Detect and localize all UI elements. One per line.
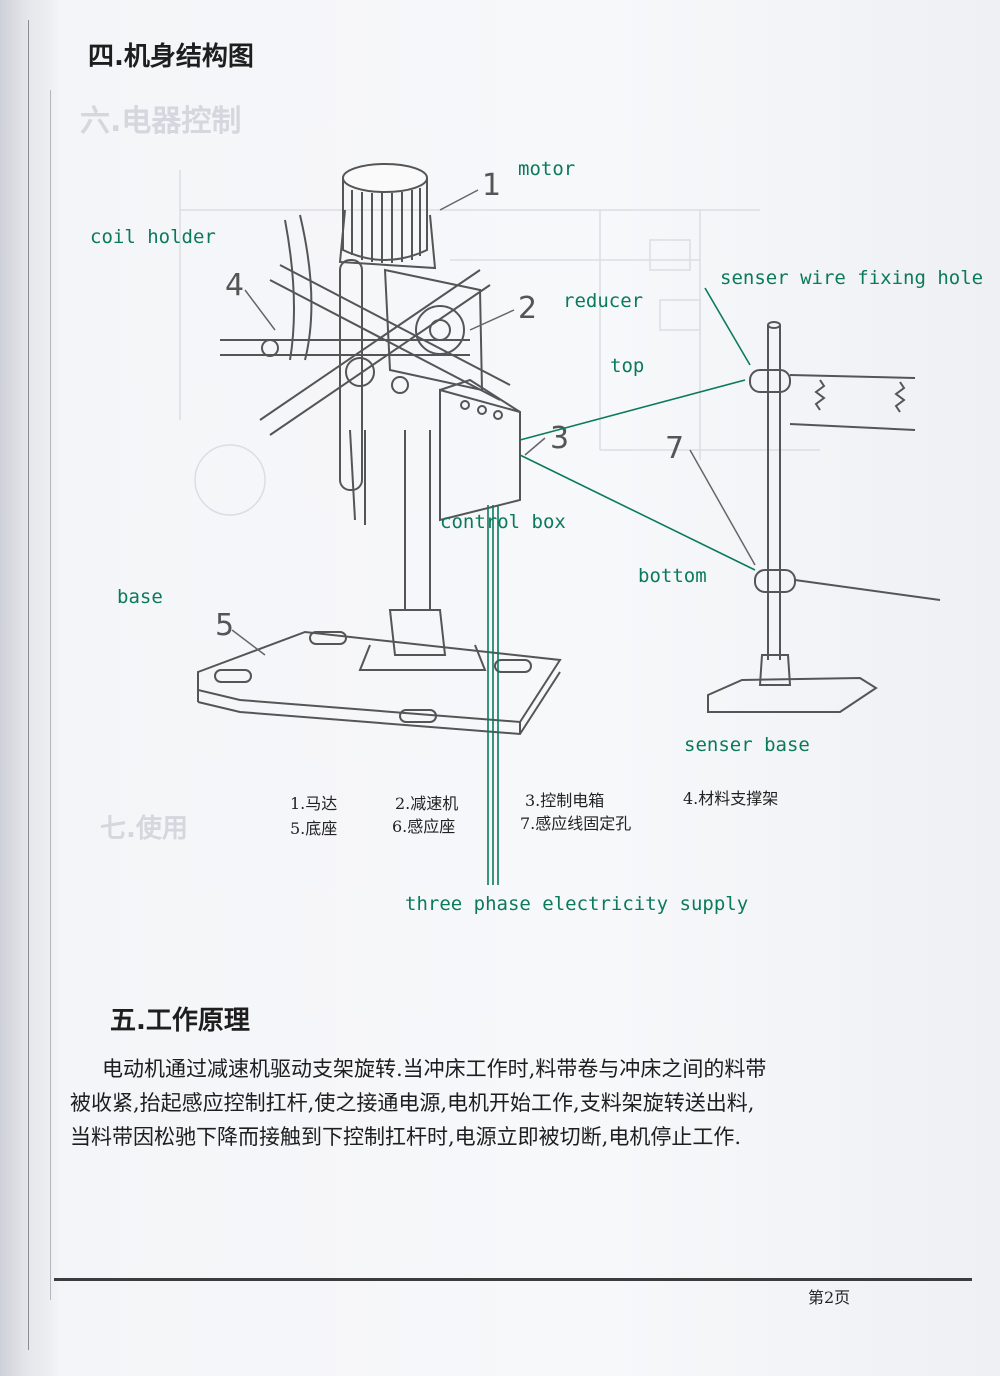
callout-numbers: 1 2 3 4 5 7 [215,168,684,643]
paragraph-line-2: 被收紧,抬起感应控制扛杆,使之接通电源,电机开始工作,支料架旋转送出料, [70,1091,755,1115]
reducer-drawing [383,268,484,392]
label-reducer: reducer [563,290,644,312]
ghost-circuit [179,170,820,516]
callout-leaders [231,189,756,656]
legend-item-4: 4.材料支撑架 [683,789,779,808]
legend-item-3: 3.控制电箱 [525,791,605,810]
legend-item-6: 6.感应座 [392,817,456,836]
control-box-drawing [439,378,521,522]
callout-4: 4 [225,268,244,303]
paragraph-line-3: 当料带因松驰下降而接触到下控制扛杆时,电源立即被切断,电机停止工作. [70,1125,742,1149]
motor-drawing [338,163,437,270]
ghost-heading-7: 七.使用 [100,814,188,844]
callout-3: 3 [550,421,569,456]
label-sensor-base: senser base [684,734,810,756]
ghost-heading: 六.电器控制 [80,104,242,139]
legend-item-2: 2.减速机 [395,794,459,813]
callout-2: 2 [518,291,537,326]
callout-5: 5 [215,608,234,643]
label-sensor-hole: senser wire fixing hole [720,267,984,289]
legend-item-7: 7.感应线固定孔 [520,814,632,833]
binding-edge [28,20,29,1350]
binding-edge-inner [50,90,51,1300]
sensor-stand-drawing [707,321,941,713]
legend-item-1: 1.马达 [290,794,338,813]
machine-drawing [197,163,562,736]
working-principle-paragraph: 电动机通过减速机驱动支架旋转.当冲床工作时,料带卷与冲床之间的料带 被收紧,抬起… [70,1052,975,1154]
label-base: base [117,586,163,608]
label-coil-holder: coil holder [90,226,216,248]
callout-7: 7 [665,431,684,466]
callout-1: 1 [482,168,501,203]
label-supply: three phase electricity supply [405,893,749,915]
label-bottom: bottom [638,565,707,587]
paragraph-line-1: 电动机通过减速机驱动支架旋转.当冲床工作时,料带卷与冲床之间的料带 [102,1057,767,1081]
section-4-title: 四.机身结构图 [88,42,254,72]
page-number: 第2页 [808,1288,851,1307]
column-drawing [358,430,487,671]
legend-item-5: 5.底座 [290,819,338,838]
label-control-box: control box [440,511,566,533]
footer-rule [54,1278,972,1281]
annotation-lines [487,287,756,885]
section-5-title: 五.工作原理 [110,1006,250,1036]
coil-holder-drawing [220,214,511,525]
label-motor: motor [518,158,576,180]
base-plate-drawing [197,630,562,736]
label-top: top [610,355,645,377]
